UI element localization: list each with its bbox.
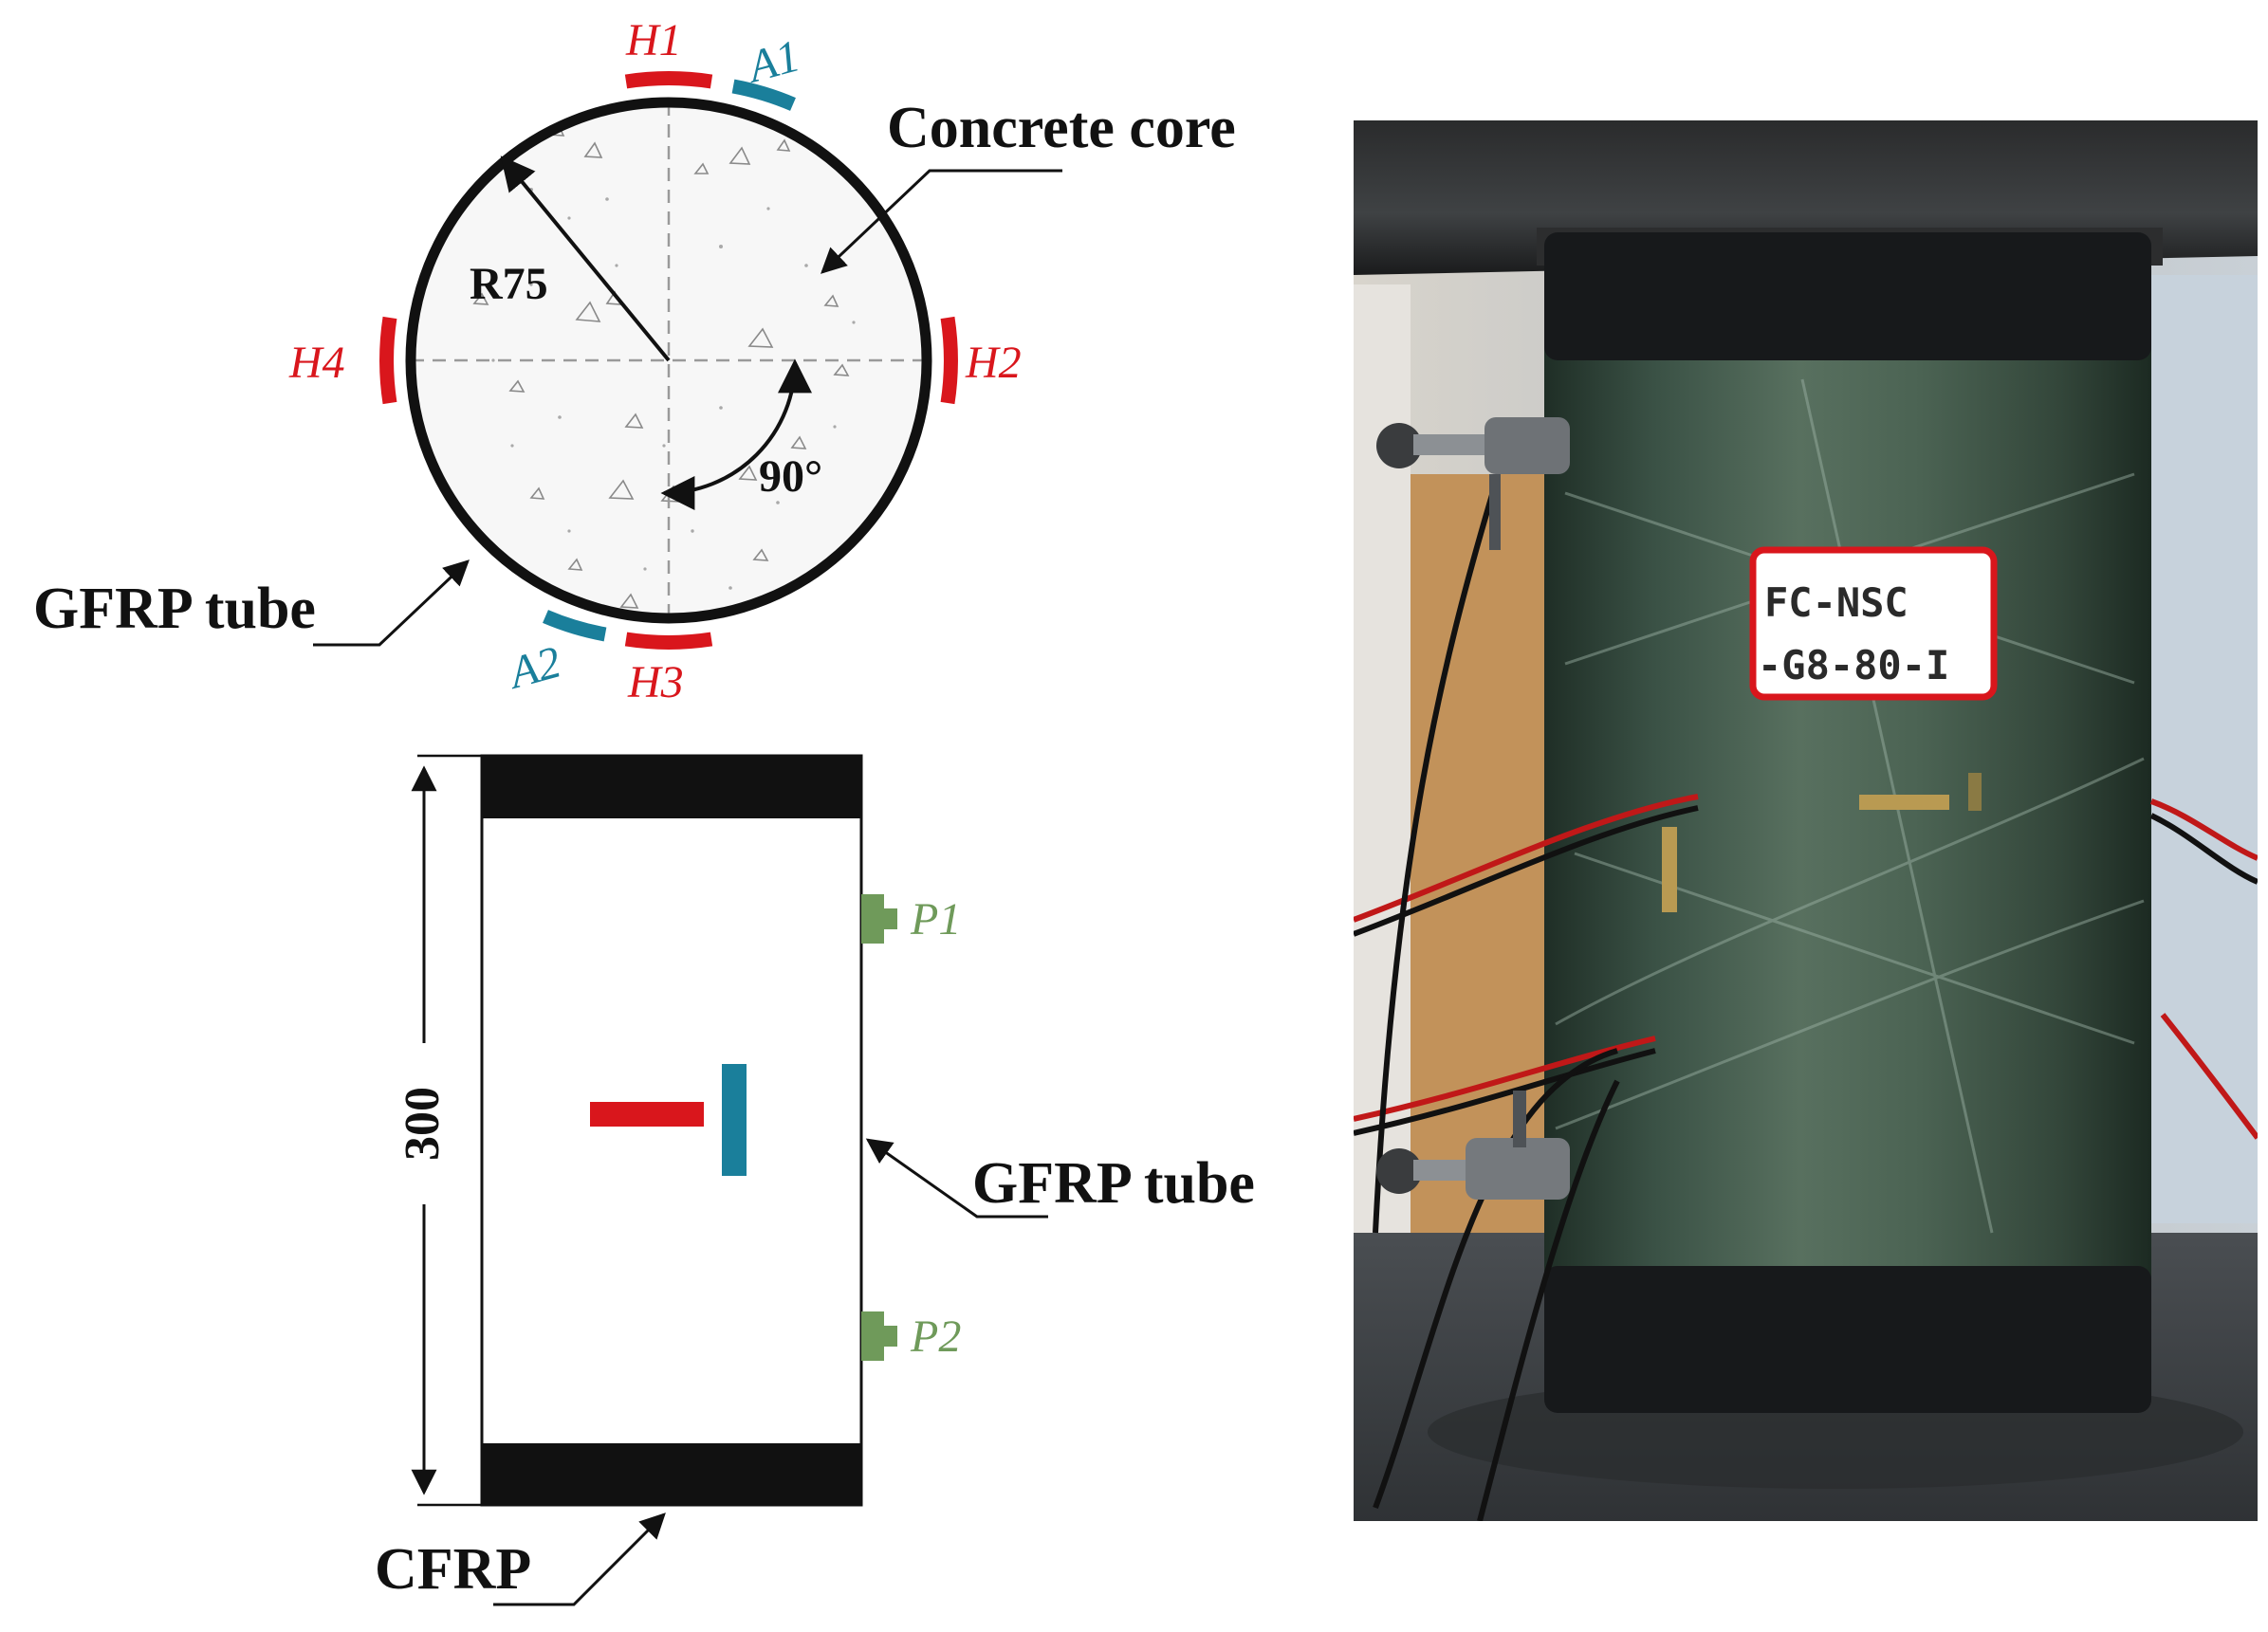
radius-label: R75 bbox=[470, 259, 548, 309]
cross-section-diagram: R75 90° Concrete core GFRP tube H1 A1 H2… bbox=[33, 15, 1236, 707]
lvdt-clamp-bottom bbox=[1376, 1091, 1570, 1200]
h2-label: H2 bbox=[965, 338, 1022, 388]
specimen-outline bbox=[480, 754, 863, 1507]
specimen-photo: FC-NSC -G8-80-I bbox=[1354, 120, 2258, 1521]
wall-right bbox=[2144, 275, 2258, 1223]
hoop-gauge-h4 bbox=[379, 316, 397, 405]
cfrp-label: CFRP bbox=[375, 1537, 531, 1602]
h3-label: H3 bbox=[627, 657, 684, 707]
axial-gauge-a1 bbox=[731, 79, 796, 111]
photo-gauge-vertical bbox=[1662, 827, 1677, 912]
h4-label: H4 bbox=[288, 338, 345, 388]
gfrp-tube-body bbox=[1544, 232, 2151, 1413]
concrete-core-label: Concrete core bbox=[887, 96, 1236, 160]
p2-label: P2 bbox=[910, 1311, 961, 1362]
cfrp-leader bbox=[493, 1513, 666, 1606]
hoop-gauge-elevation bbox=[590, 1102, 704, 1127]
gfrp-tube-leader-top bbox=[313, 559, 470, 647]
height-label: 300 bbox=[396, 1087, 450, 1161]
axial-gauge-elevation bbox=[722, 1064, 747, 1176]
hoop-gauge-h3 bbox=[624, 632, 713, 650]
gfrp-tube-label-top: GFRP tube bbox=[33, 577, 316, 641]
lead-wires bbox=[1354, 487, 2258, 1521]
photo-gauge-small bbox=[1968, 773, 1982, 811]
hoop-gauge-h1 bbox=[624, 71, 713, 89]
angle-label: 90° bbox=[759, 451, 822, 502]
lvdt-p2 bbox=[861, 1311, 897, 1361]
angle-arc-arrow bbox=[660, 358, 812, 510]
specimen-tag-line2: -G8-80-I bbox=[1758, 642, 1949, 688]
axial-gauge-a2 bbox=[543, 610, 607, 642]
gfrp-tube-label-bottom: GFRP tube bbox=[972, 1151, 1255, 1216]
cfrp-wrap-top bbox=[1544, 232, 2151, 360]
lvdt-p1 bbox=[861, 894, 897, 944]
specimen-tag bbox=[1749, 546, 1998, 701]
gfrp-tube-leader-bottom bbox=[865, 1138, 1048, 1219]
radius-arrow bbox=[500, 156, 671, 362]
hoop-gauge-h2 bbox=[940, 316, 958, 405]
cfrp-band-top bbox=[482, 756, 861, 818]
a2-label: A2 bbox=[502, 636, 566, 699]
specimen-tag-line1: FC-NSC bbox=[1764, 579, 1908, 626]
lvdt-clamp-top bbox=[1376, 417, 1570, 550]
cfrp-band-bottom bbox=[482, 1443, 861, 1506]
h1-label: H1 bbox=[625, 15, 682, 65]
p1-label: P1 bbox=[910, 894, 961, 944]
photo-gauge-horizontal bbox=[1859, 795, 1949, 810]
cfrp-wrap-bottom bbox=[1544, 1266, 2151, 1413]
elevation-diagram: 300 P1 P2 GFRP tube CFRP bbox=[375, 754, 1255, 1606]
concrete-core-leader bbox=[821, 169, 1062, 274]
gfrp-tube-ring bbox=[405, 97, 932, 624]
